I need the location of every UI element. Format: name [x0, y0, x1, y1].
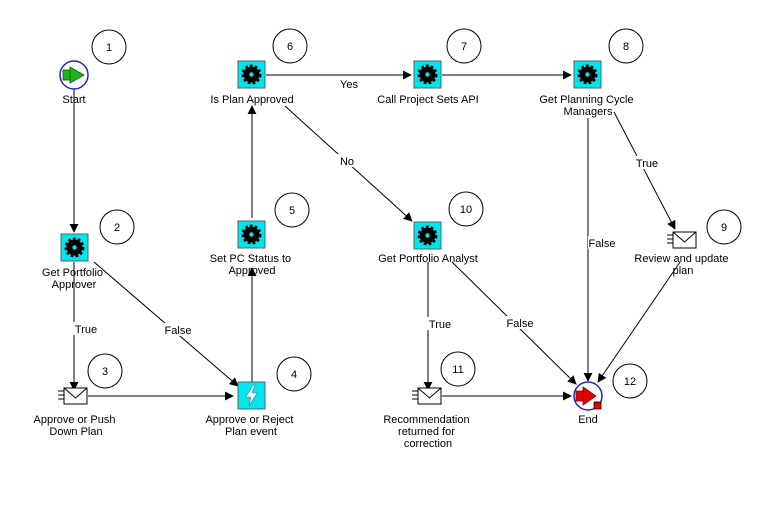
- step-number: 10: [460, 204, 472, 216]
- step-number: 7: [461, 41, 467, 53]
- edge-label-text: True: [636, 158, 658, 170]
- gear-icon: [413, 60, 442, 89]
- step-circle-10: 10: [448, 191, 484, 227]
- step-circle-5: 5: [274, 192, 310, 228]
- edge-label-analyst-true: True: [427, 317, 453, 331]
- node-approve-or-reject-event[interactable]: [237, 381, 266, 410]
- step-circle-11: 11: [440, 351, 476, 387]
- node-set-pc-status[interactable]: [237, 220, 266, 249]
- node-start[interactable]: [59, 60, 89, 90]
- step-number: 4: [291, 369, 297, 381]
- gear-icon: [237, 60, 266, 89]
- edge-review-to-end: [597, 261, 681, 383]
- step-circle-8: 8: [608, 28, 644, 64]
- step-circles: 1 2 3 4 5 6 7 8 9 10 11 12: [87, 28, 742, 399]
- step-circle-4: 4: [276, 356, 312, 392]
- edge-label-text: True: [429, 319, 451, 331]
- edge-label-text: False: [589, 238, 616, 250]
- edge-label-text: Yes: [340, 79, 358, 91]
- node-label-set-pc-status: Set PC Status to Approved: [210, 253, 294, 277]
- edges: [69, 70, 681, 401]
- edge-label-text: No: [340, 156, 354, 168]
- edge-label-approver-false: False: [164, 323, 192, 337]
- edge-label-is-approved-no: No: [337, 154, 357, 168]
- node-label-approve-or-push-down: Approve or Push Down Plan: [34, 414, 119, 438]
- step-circle-12: 12: [612, 363, 648, 399]
- end-icon: [573, 381, 603, 411]
- step-number: 11: [452, 364, 463, 376]
- start-icon: [59, 60, 89, 90]
- step-number: 8: [623, 41, 629, 53]
- step-number: 6: [287, 41, 293, 53]
- node-approve-or-push-down[interactable]: [58, 387, 88, 405]
- node-get-planning-cycle-managers[interactable]: [573, 60, 602, 89]
- node-is-plan-approved[interactable]: [237, 60, 266, 89]
- node-label-get-portfolio-approver: Get Portfolio Approver: [42, 267, 106, 291]
- envelope-icon: [58, 387, 88, 405]
- node-label-review-and-update: Review and update plan: [634, 253, 731, 277]
- node-label-get-planning-cycle-managers: Get Planning Cycle Managers: [539, 94, 636, 118]
- event-icon: [237, 381, 266, 410]
- node-get-portfolio-approver[interactable]: [60, 233, 89, 262]
- node-review-and-update[interactable]: [667, 231, 697, 249]
- node-label-is-plan-approved: Is Plan Approved: [210, 94, 293, 106]
- edge-label-text: True: [75, 324, 97, 336]
- step-circle-3: 3: [87, 353, 123, 389]
- node-get-portfolio-analyst[interactable]: [413, 221, 442, 250]
- step-circle-6: 6: [272, 28, 308, 64]
- edge-label-analyst-false: False: [506, 316, 534, 330]
- edge-labels: True False Yes No True False True False: [72, 77, 660, 337]
- gear-icon: [573, 60, 602, 89]
- edge-managers-true: [613, 111, 676, 230]
- step-number: 3: [102, 366, 108, 378]
- envelope-icon: [667, 231, 697, 249]
- gear-icon: [413, 221, 442, 250]
- node-recommendation-returned[interactable]: [412, 387, 442, 405]
- step-number: 5: [289, 205, 295, 217]
- step-number: 9: [721, 222, 727, 234]
- step-circle-9: 9: [706, 209, 742, 245]
- step-circle-1: 1: [91, 29, 127, 65]
- node-label-approve-or-reject-event: Approve or Reject Plan event: [205, 414, 296, 438]
- envelope-icon: [412, 387, 442, 405]
- gear-icon: [60, 233, 89, 262]
- step-circle-7: 7: [446, 28, 482, 64]
- step-number: 12: [624, 376, 636, 388]
- node-labels: Start Get Portfolio Approver Approve or …: [34, 94, 731, 450]
- edge-label-managers-false: False: [588, 236, 616, 250]
- node-label-start: Start: [62, 94, 85, 106]
- edge-label-approver-true: True: [72, 322, 98, 336]
- edge-label-text: False: [507, 318, 534, 330]
- node-label-get-portfolio-analyst: Get Portfolio Analyst: [378, 253, 478, 265]
- step-circle-2: 2: [99, 209, 135, 245]
- node-label-call-project-sets-api: Call Project Sets API: [377, 94, 479, 106]
- step-number: 2: [114, 222, 120, 234]
- edge-label-managers-true: True: [634, 156, 660, 170]
- edge-label-is-approved-yes: Yes: [338, 77, 360, 91]
- step-number: 1: [106, 42, 112, 54]
- edge-label-text: False: [165, 325, 192, 337]
- node-label-end: End: [578, 414, 598, 426]
- gear-icon: [237, 220, 266, 249]
- node-call-project-sets-api[interactable]: [413, 60, 442, 89]
- node-end[interactable]: [573, 381, 603, 411]
- node-label-recommendation-returned: Recommendation returned for correction: [383, 414, 472, 450]
